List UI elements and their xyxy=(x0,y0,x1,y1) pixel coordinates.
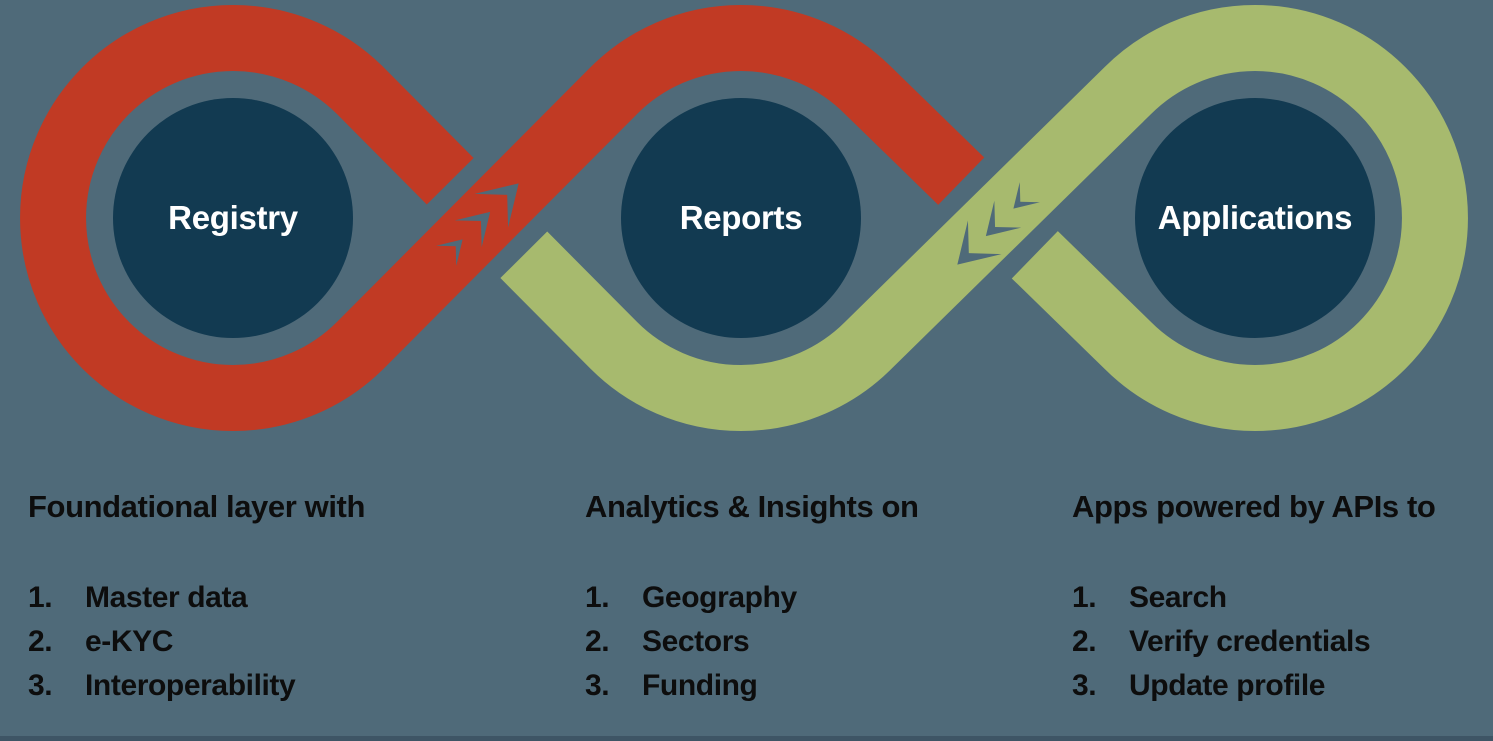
column-reports-heading: Analytics & Insights on xyxy=(585,489,919,524)
list-item: 1. Search xyxy=(1072,581,1493,625)
column-registry-heading: Foundational layer with xyxy=(28,489,365,524)
node-registry-label: Registry xyxy=(168,199,298,236)
chevron-icon xyxy=(474,183,519,228)
node-reports-label: Reports xyxy=(679,199,803,236)
list-item-text: Verify credentials xyxy=(1129,625,1371,658)
list-item: 1. Master data xyxy=(28,581,488,625)
list-item: 2. Verify credentials xyxy=(1072,625,1493,669)
list-item: 2. e-KYC xyxy=(28,625,488,669)
column-applications-heading: Apps powered by APIs to xyxy=(1072,489,1436,524)
node-applications-label: Applications xyxy=(1157,199,1353,236)
registry-to-reports-chevrons xyxy=(436,183,519,266)
list-item-text: Update profile xyxy=(1129,669,1326,702)
list-item: 1. Geography xyxy=(585,581,1045,625)
list-marker: 3. xyxy=(28,669,53,702)
list-marker: 1. xyxy=(585,581,610,614)
list-item: 3. Update profile xyxy=(1072,669,1493,713)
column-reports: Analytics & Insights on 1. Geography 2. … xyxy=(585,488,1045,713)
node-registry: Registry xyxy=(113,98,353,338)
list-item: 3. Funding xyxy=(585,669,1045,713)
green-loop-path xyxy=(500,5,1468,432)
list-item-text: Master data xyxy=(85,581,248,614)
bottom-edge-strip xyxy=(0,736,1493,741)
list-marker: 2. xyxy=(1072,625,1097,658)
column-registry-list: 1. Master data 2. e-KYC 3. Interoperabil… xyxy=(28,581,488,713)
column-applications-list: 1. Search 2. Verify credentials 3. Updat… xyxy=(1072,581,1493,713)
list-marker: 2. xyxy=(28,625,53,658)
list-marker: 1. xyxy=(28,581,53,614)
chevron-icon xyxy=(1013,182,1040,209)
list-item-text: e-KYC xyxy=(85,625,174,658)
chevron-icon xyxy=(454,211,491,248)
column-registry: Foundational layer with 1. Master data 2… xyxy=(28,488,488,713)
list-item-text: Funding xyxy=(642,669,758,702)
list-item-text: Search xyxy=(1129,581,1227,614)
list-item: 3. Interoperability xyxy=(28,669,488,713)
list-marker: 3. xyxy=(585,669,610,702)
column-applications: Apps powered by APIs to 1. Search 2. Ver… xyxy=(1072,488,1493,713)
list-item-text: Interoperability xyxy=(85,669,296,702)
list-item-text: Sectors xyxy=(642,625,750,658)
column-reports-list: 1. Geography 2. Sectors 3. Funding xyxy=(585,581,1045,713)
node-applications: Applications xyxy=(1135,98,1375,338)
node-reports: Reports xyxy=(621,98,861,338)
chevron-icon xyxy=(985,200,1022,237)
list-marker: 3. xyxy=(1072,669,1097,702)
red-loop-path xyxy=(20,4,985,431)
list-marker: 2. xyxy=(585,625,610,658)
list-item: 2. Sectors xyxy=(585,625,1045,669)
list-item-text: Geography xyxy=(642,581,797,614)
list-marker: 1. xyxy=(1072,581,1097,614)
chevron-icon xyxy=(436,239,463,266)
applications-to-reports-chevrons xyxy=(957,182,1040,265)
chevron-icon xyxy=(957,220,1002,265)
